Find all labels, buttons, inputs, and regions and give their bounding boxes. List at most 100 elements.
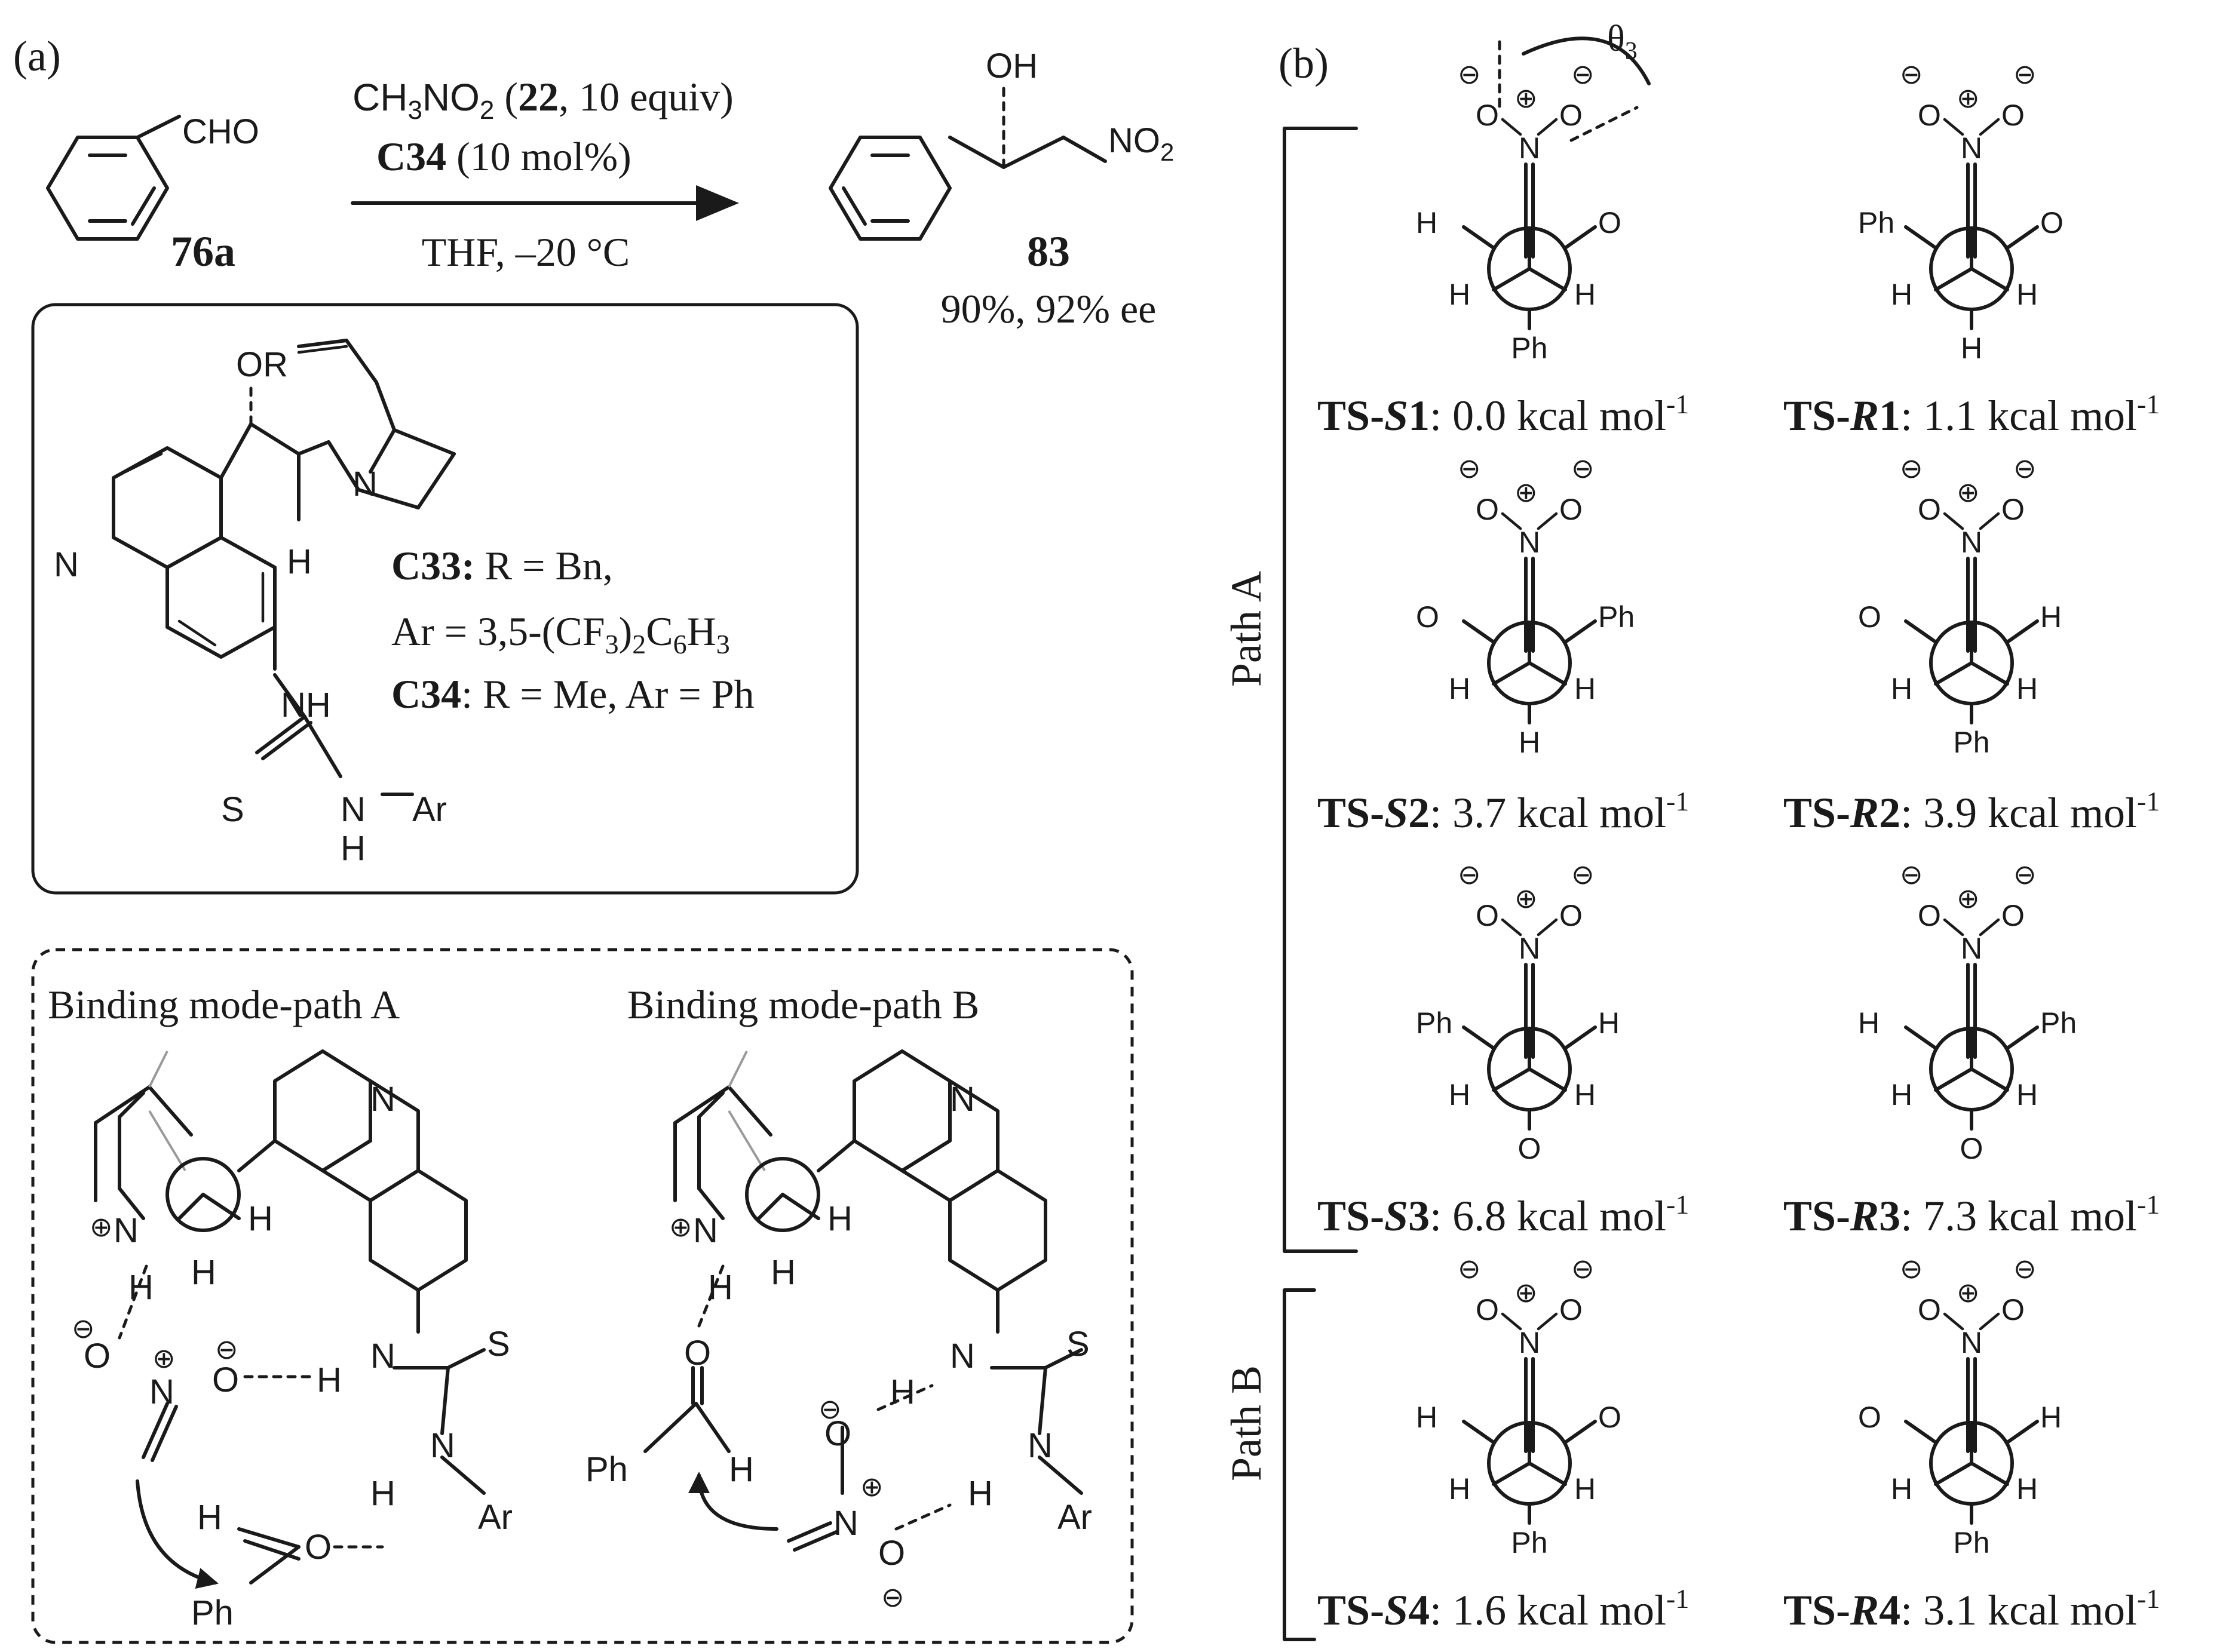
ts-label-number: 2 (1879, 789, 1900, 837)
nitro-bond-left (1943, 512, 1964, 530)
ts-label-stereo: S (1384, 1586, 1408, 1634)
ts-energy: : 1.6 kcal mol (1430, 1586, 1666, 1634)
ts-label-stereo: R (1850, 1192, 1879, 1240)
bindA-minus1: ⊖ (72, 1313, 95, 1344)
ts-energy: : 0.0 kcal mol (1430, 392, 1666, 440)
sub-upper-right: O (1598, 206, 1621, 239)
nitro-bond-left (1501, 918, 1522, 936)
newman-bond-lower-right (1970, 1067, 2009, 1092)
ts-label-prefix: TS- (1317, 789, 1384, 837)
ts-label: TS-S2: 3.7 kcal mol-1 (1317, 786, 1689, 837)
bindB-h6: H (968, 1474, 993, 1513)
newman-bond-upper-left (1462, 225, 1495, 250)
ts-label-number: 3 (1408, 1192, 1430, 1240)
nitro-n: N (1961, 932, 1982, 965)
bindA-h5: H (370, 1474, 395, 1513)
catalyst-nh: NH (281, 686, 331, 724)
sub-upper-right: H (2040, 600, 2062, 634)
ts-label: TS-R1: 1.1 kcal mol-1 (1783, 389, 2160, 440)
newman-bond-upper-left (1904, 1420, 1937, 1444)
sub-upper-left: O (1416, 600, 1439, 634)
ts-label-prefix: TS- (1783, 1192, 1850, 1240)
nitro-o-right: O (1559, 1293, 1583, 1326)
newman-bond-lower-left (1492, 1067, 1531, 1092)
nitro-n: N (1961, 131, 1982, 165)
sub-lower-right: H (1574, 1472, 1596, 1506)
sub-lower-left: H (1891, 1472, 1912, 1506)
sub-lower-right: H (1574, 672, 1596, 705)
bindB-ar: Ar (1057, 1498, 1092, 1537)
nitro-n: N (1961, 1326, 1982, 1359)
ts-label-stereo: R (1850, 1586, 1879, 1634)
bindB-h5: H (890, 1372, 915, 1411)
nitro-bond-left (1501, 118, 1522, 136)
nitro-bond-left (1943, 1312, 1964, 1331)
nitro-minus-right: ⊖ (1571, 59, 1595, 90)
nitro-minus-left: ⊖ (1900, 859, 1923, 890)
newman-bond-upper-left (1462, 619, 1495, 644)
sub-lower-left: H (1449, 278, 1470, 311)
catalyst-structure (112, 339, 456, 796)
catalyst-box (31, 303, 859, 895)
bindA-h6: H (197, 1498, 222, 1537)
nitro-bond-right (1979, 118, 2000, 136)
ts-energy-exponent: -1 (2137, 389, 2160, 419)
sub-upper-right: O (1598, 1401, 1621, 1434)
nitro-o-right: O (1559, 899, 1583, 932)
ts-energy: : 6.8 kcal mol (1430, 1192, 1666, 1240)
catalyst-s: S (221, 790, 244, 829)
binding-title-b: Binding mode-path B (627, 982, 979, 1027)
nitro-minus-left: ⊖ (1900, 59, 1923, 90)
sub-lower-left: H (1449, 672, 1470, 705)
bindA-h1: H (128, 1268, 154, 1307)
binding-path-a-structure (94, 1049, 486, 1589)
ts-label-prefix: TS- (1783, 1586, 1850, 1634)
bindA-o2: O (212, 1361, 239, 1399)
bindA-nh-plus: N (114, 1211, 139, 1250)
newman-bond-lower-right (1970, 267, 2009, 291)
nitro-minus-right: ⊖ (1571, 859, 1595, 890)
ts-label: TS-S3: 6.8 kcal mol-1 (1317, 1189, 1689, 1240)
nitro-o-left: O (1918, 899, 1941, 932)
ts-energy-exponent: -1 (2137, 1189, 2160, 1220)
sub-bottom: Ph (1511, 1526, 1547, 1559)
sub-bottom: O (1960, 1132, 1983, 1165)
product-no2: NO2 (1108, 121, 1174, 166)
ts-label-number: 1 (1879, 392, 1900, 440)
nitro-bond-right (1537, 118, 1558, 136)
newman-bond-lower-left (1934, 661, 1973, 686)
newman-bond-lower-left (1492, 267, 1531, 291)
ts-energy-exponent: -1 (2137, 1583, 2160, 1614)
nitro-o-left: O (1918, 493, 1941, 526)
newman-bond-upper-right (1563, 619, 1597, 644)
nitro-o-left: O (1918, 1293, 1941, 1326)
bindA-ph: Ph (191, 1593, 234, 1632)
newman-bond-upper-right (2006, 1025, 2039, 1050)
ts-energy: : 3.7 kcal mol (1430, 789, 1666, 837)
sub-bottom: H (1519, 726, 1540, 759)
bindB-plus: ⊕ (669, 1211, 692, 1242)
catalyst-n-ar: N (341, 790, 366, 829)
bindB-ph: Ph (585, 1450, 628, 1489)
product-oh: OH (986, 47, 1038, 85)
sub-upper-right: Ph (1598, 600, 1635, 634)
catalyst-n-bridge: N (352, 465, 378, 503)
bindB-nh-plus: N (693, 1211, 718, 1250)
newman-bond-lower-right (1970, 1461, 2009, 1486)
nitro-plus: ⊕ (1514, 883, 1538, 914)
bindA-h2: H (248, 1199, 273, 1238)
binding-path-b-structure (643, 1049, 1083, 1552)
bindB-o: O (684, 1334, 711, 1372)
nitro-plus: ⊕ (1957, 82, 1980, 113)
ts-energy: : 1.1 kcal mol (1900, 392, 2137, 440)
nitro-bond-right (1979, 1312, 2000, 1331)
ts-label: TS-R2: 3.9 kcal mol-1 (1783, 786, 2160, 837)
ts-label-prefix: TS- (1783, 392, 1850, 440)
c34-line: C34: R = Me, Ar = Ph (391, 671, 755, 717)
sub-upper-left: O (1858, 600, 1881, 634)
catalyst-h: H (287, 542, 312, 581)
c33-line1: C33: R = Bn, (391, 543, 613, 588)
